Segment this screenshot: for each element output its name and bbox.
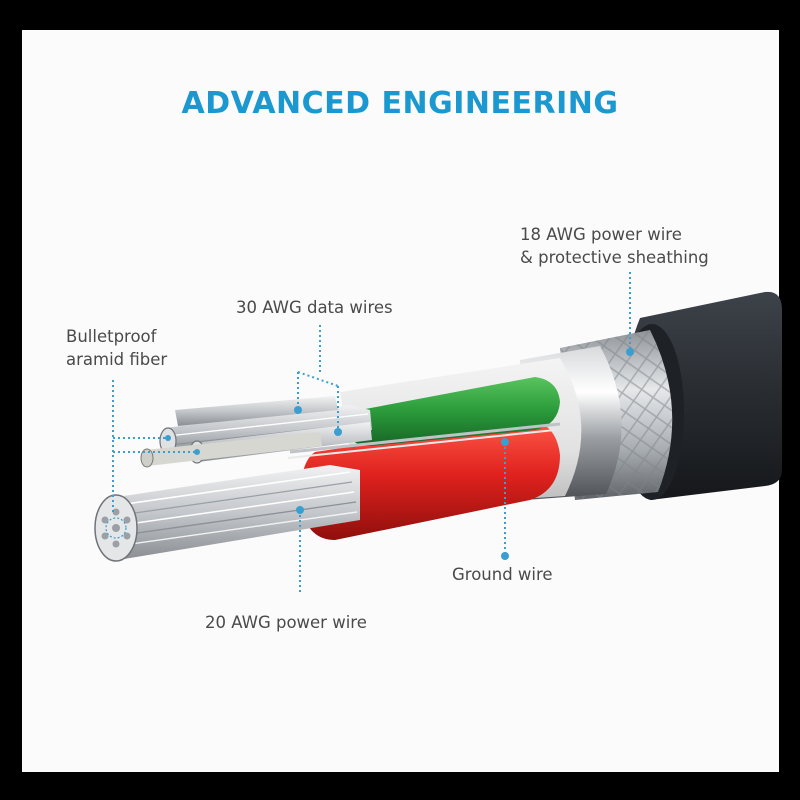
label-30awg-data-wires: 30 AWG data wires [236, 298, 393, 317]
ground-wire-strands [287, 422, 561, 459]
label-18awg-power-wire: 18 AWG power wire & protective sheathing [520, 223, 709, 269]
label-aramid-fiber: Bulletproof aramid fiber [66, 325, 167, 371]
leader-dots [165, 348, 634, 560]
label-18awg-line1: 18 AWG power wire [520, 225, 682, 244]
power-20awg-strands [110, 465, 360, 560]
label-18awg-line2: & protective sheathing [520, 248, 709, 267]
leader-lines [112, 272, 631, 595]
label-ground-wire: Ground wire [452, 565, 553, 584]
power-20awg-end [94, 494, 138, 562]
page-title: ADVANCED ENGINEERING [181, 86, 619, 121]
label-aramid-line2: aramid fiber [66, 350, 168, 369]
aramid-fiber [140, 432, 322, 468]
label-aramid-line1: Bulletproof [66, 327, 157, 346]
label-20awg-power-wire: 20 AWG power wire [205, 613, 367, 632]
